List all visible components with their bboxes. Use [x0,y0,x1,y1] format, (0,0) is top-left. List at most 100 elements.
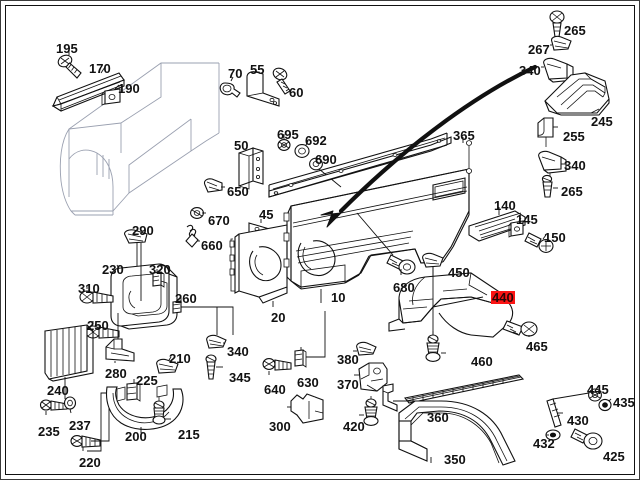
callout-670-grommet: 670 [208,213,230,228]
part-345-screw [205,354,223,380]
part-245-step-cover [544,72,610,116]
callout-365-pin: 365 [453,128,475,143]
part-435-washer [598,398,612,412]
callout-432-washer: 432 [533,436,555,451]
callout-690-washer: 690 [315,152,337,167]
callout-692-washer: 692 [305,133,327,148]
callout-255-cap: 255 [563,129,585,144]
part-190-clip [101,84,121,106]
part-50-plate [238,145,264,190]
callout-215-expanding-rivet: 215 [178,427,200,442]
callout-280-bracket: 280 [105,366,127,381]
part-660-spring-pin [185,224,200,248]
callout-695-nut: 695 [277,127,299,142]
callout-145-clip: 145 [516,212,538,227]
callout-345-screw: 345 [229,370,251,385]
callout-237-washer: 237 [69,418,91,433]
part-240-grille [44,324,94,399]
part-365-pin [462,137,472,174]
callout-370-bracket: 370 [337,377,359,392]
callout-660-spring-pin: 660 [201,238,223,253]
callout-225-clip: 225 [136,373,158,388]
callout-300-bracket: 300 [269,419,291,434]
callout-195-screw: 195 [56,41,78,56]
callout-360-trim-rail: 360 [427,410,449,425]
part-210-clip [156,356,179,374]
callout-440-wheel-arch-liner: 440 [491,290,515,305]
part-60-screw [272,67,291,95]
part-340c-clip [206,307,227,349]
callout-267-clip: 267 [528,42,550,57]
part-55-bracket [246,71,280,107]
assembly-arrow [320,64,538,228]
callout-340-clip: 340 [564,158,586,173]
callout-650-clip: 650 [227,184,249,199]
part-225-clip [126,379,141,402]
part-650-clip [203,178,225,193]
callout-630-clip: 630 [297,375,319,390]
callout-245-step-cover: 245 [591,114,613,129]
part-280-bracket [105,313,135,363]
part-260-clip [172,297,234,335]
callout-425-bolt: 425 [603,449,625,464]
part-640-screw [262,358,292,375]
callout-265-screw: 265 [564,23,586,38]
part-380-clip [353,341,377,356]
part-690-washer [309,155,342,188]
part-255-cap [537,117,558,147]
part-465-screw [502,320,538,337]
callout-350-rear-flare: 350 [444,452,466,467]
callout-265-screw: 265 [561,184,583,199]
callout-210-clip: 210 [169,351,191,366]
callout-150-screw: 150 [544,230,566,245]
callout-380-clip: 380 [337,352,359,367]
part-300-bracket [287,393,324,424]
part-350-rear-flare [398,400,516,466]
part-145-clip [508,217,524,238]
callout-190-clip-bracket: 190 [118,81,140,96]
part-20-panel [229,224,288,307]
callout-250-screw: 250 [87,318,109,333]
callout-20-panel: 20 [271,310,286,325]
part-670-grommet [190,207,206,219]
part-370-bracket [354,362,388,392]
callout-680-bolt: 680 [393,280,415,295]
callout-435-washer: 435 [613,395,635,410]
part-230-housing [110,243,178,330]
part-195-screw [57,50,82,79]
part-692-washer [294,140,310,158]
callout-45-plate: 45 [259,207,274,222]
callout-260-clip: 260 [175,291,197,306]
part-340a-clip [541,57,574,83]
callout-50-mounting-plate: 50 [234,138,249,153]
part-695-nut [277,134,291,151]
part-70-grommet [219,76,241,98]
callout-170-trim-strip: 170 [89,61,111,76]
callout-220-screw: 220 [79,455,101,470]
callout-310-screw: 310 [78,281,100,296]
callout-465-screw: 465 [526,339,548,354]
part-267-clip [550,35,572,51]
callout-420-expanding-rivet: 420 [343,419,365,434]
part-235-screw [39,399,68,415]
callout-10-body-side-panel: 10 [331,290,346,305]
callout-445-nut: 445 [587,382,609,397]
part-220-screw [70,391,110,451]
part-215-rivet [152,397,171,425]
part-432-washer [545,429,561,441]
part-680-bolt [356,212,416,275]
callout-640-screw: 640 [264,382,286,397]
part-420-rivet [359,396,379,426]
part-340b-clip [538,150,567,179]
part-630-clip [294,311,326,368]
callout-340-clip: 340 [519,63,541,78]
callout-240-grille: 240 [47,383,69,398]
ghost-body-outline [59,62,220,216]
part-170-trim-strip [51,66,125,112]
callout-235-screw: 235 [38,424,60,439]
callout-450-clip: 450 [448,265,470,280]
part-320-clip [152,269,165,288]
part-445-nut [588,388,602,402]
